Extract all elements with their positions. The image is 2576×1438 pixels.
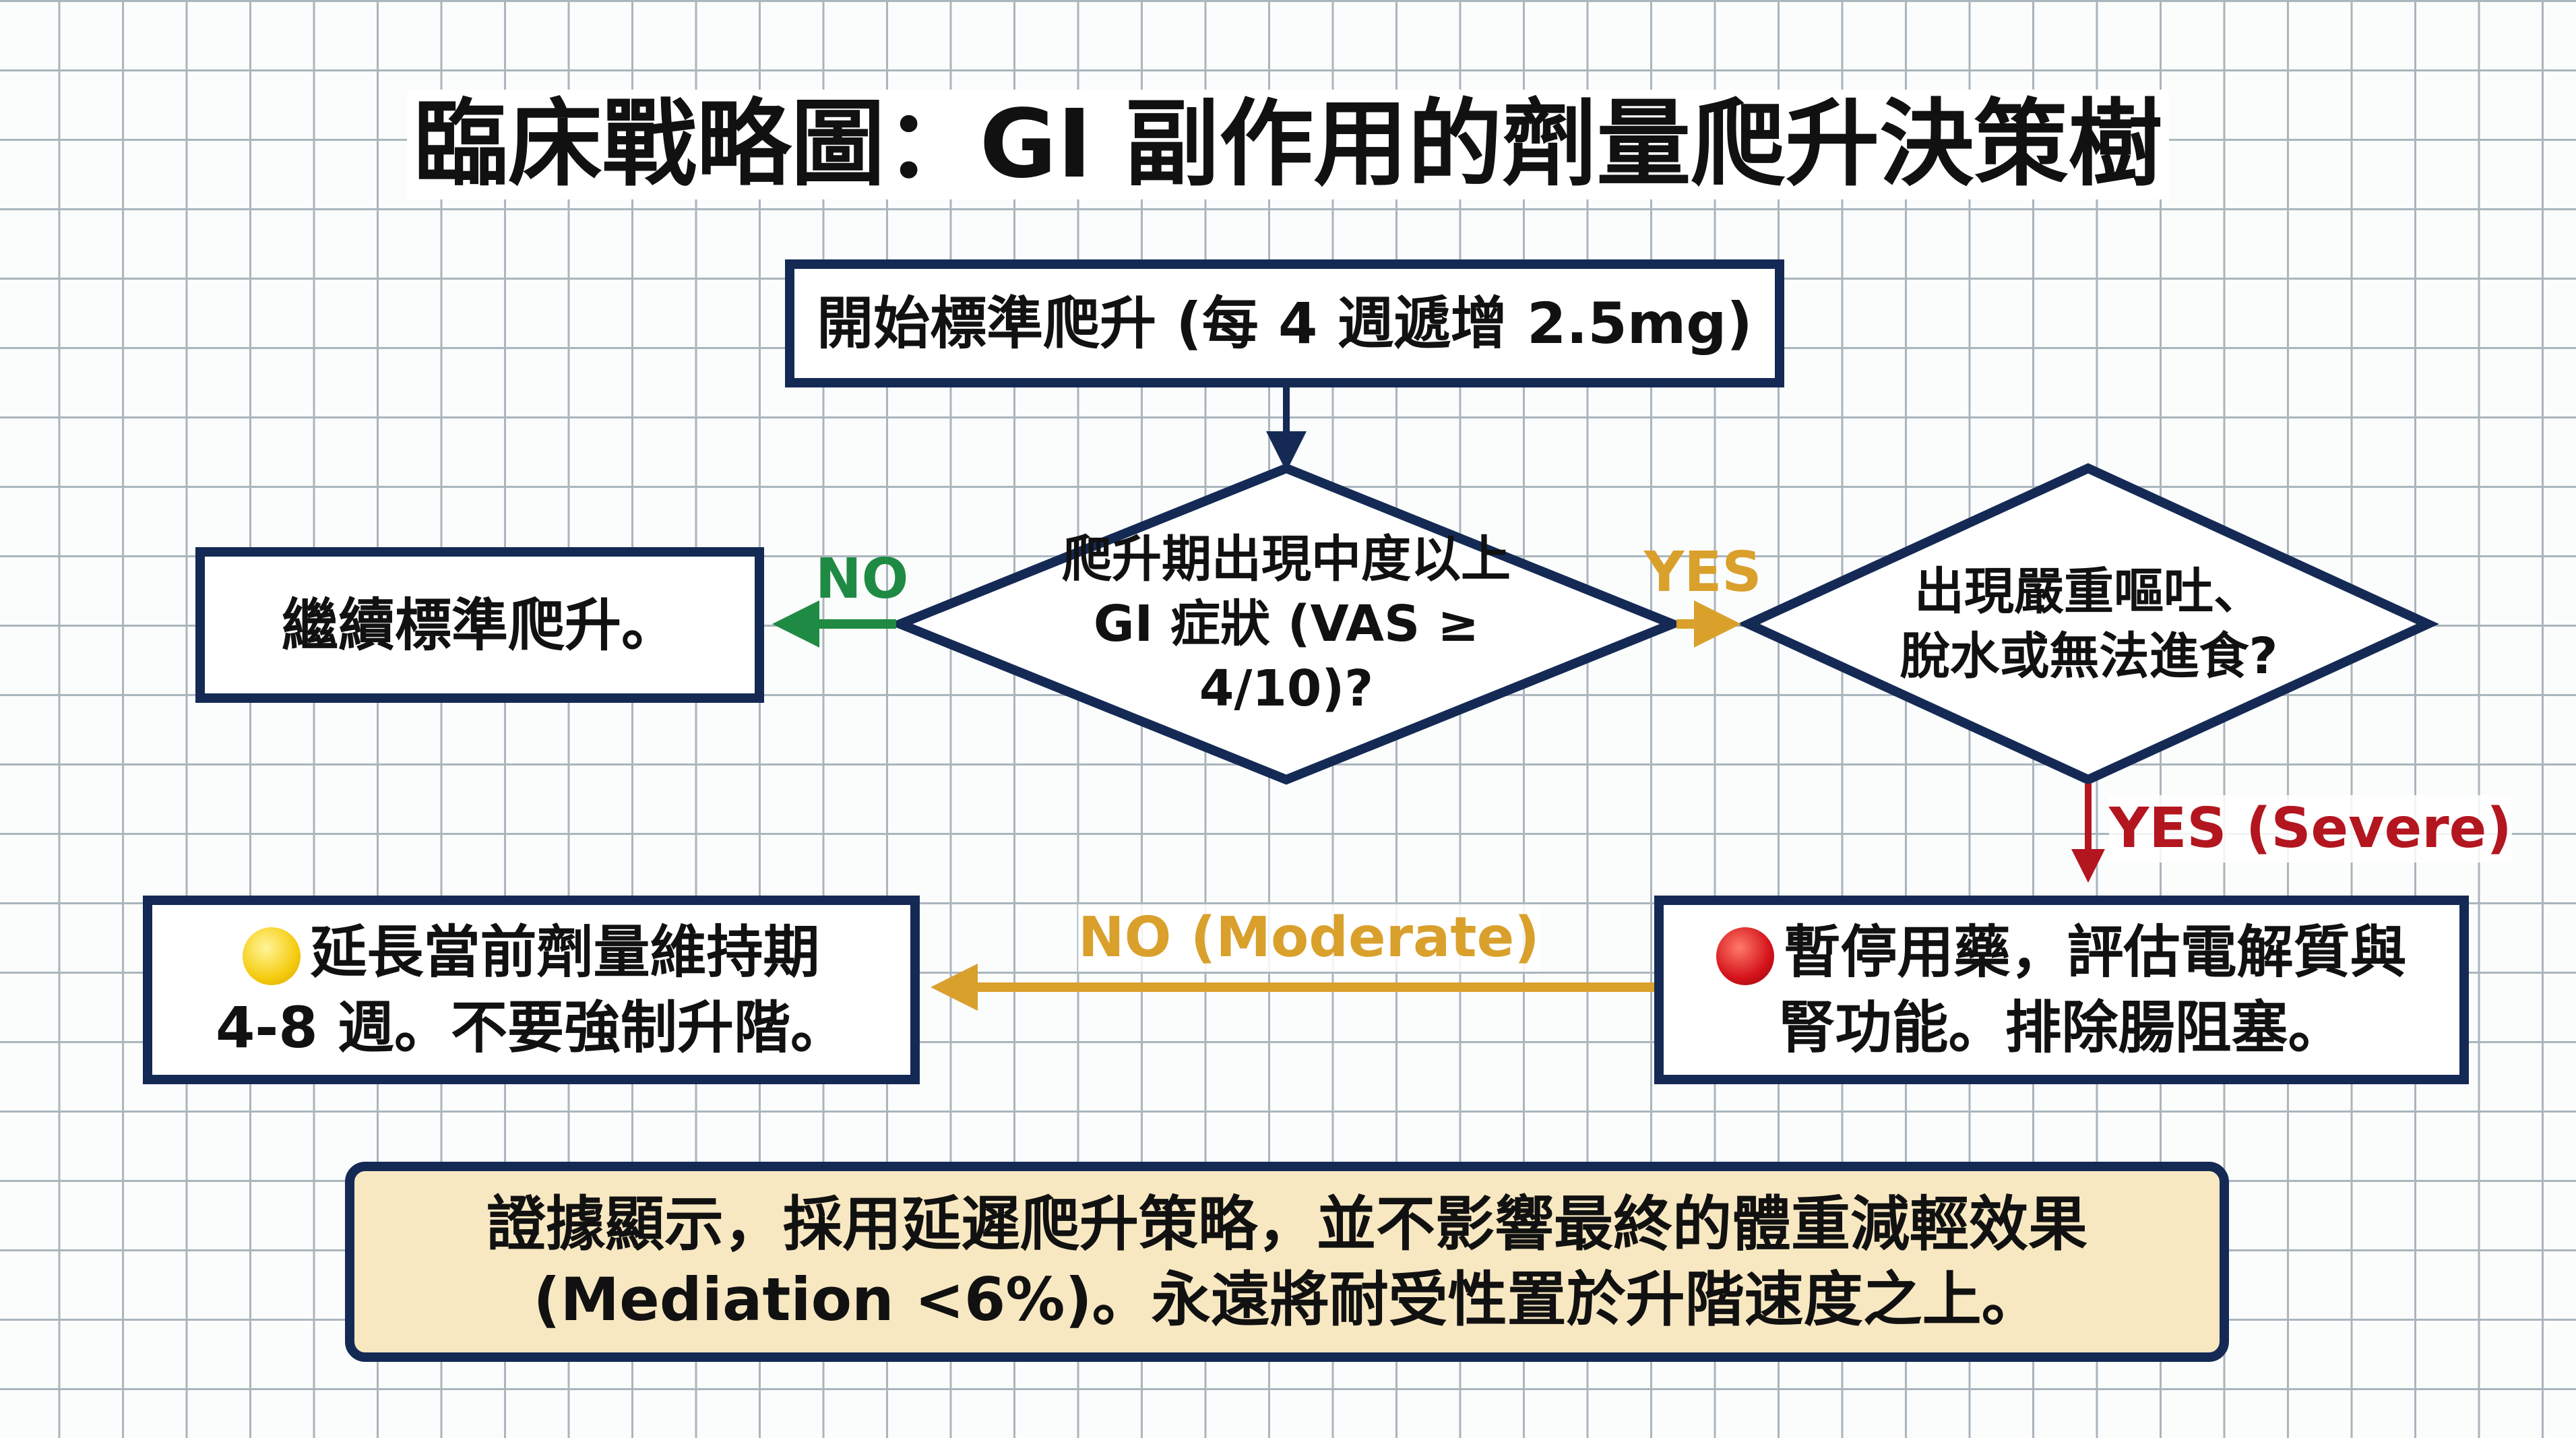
extend-line1: 延長當前劑量維持期 (310, 919, 820, 985)
page-title: 臨床戰略圖：GI 副作用的劑量爬升決策樹 (0, 84, 2576, 206)
start-box: 開始標準爬升 (每 4 週遞增 2.5mg) (785, 259, 1784, 387)
pause-medication-box: 暫停用藥，評估電解質與 腎功能。排除腸阻塞。 (1654, 896, 2469, 1084)
decision1-line1: 爬升期出現中度以上 (1062, 530, 1511, 588)
pause-line1: 暫停用藥，評估電解質與 (1784, 919, 2407, 985)
yellow-circle-icon (243, 927, 301, 986)
continue-box: 繼續標準爬升。 (195, 547, 764, 703)
red-circle-icon (1716, 927, 1775, 986)
label-yes: YES (1644, 540, 1762, 604)
decision2-line2: 脫水或無法進食? (1899, 627, 2278, 685)
note-line1: 證據顯示，採用延遲爬升策略，並不影響最終的體重減輕效果 (486, 1189, 2087, 1259)
decision1-text: 爬升期出現中度以上 GI 症狀 (VAS ≥ 4/10)? (1011, 530, 1562, 718)
evidence-note-box: 證據顯示，採用延遲爬升策略，並不影響最終的體重減輕效果 (Mediation <… (345, 1162, 2229, 1362)
pause-line2: 腎功能。排除腸阻塞。 (1778, 995, 2345, 1061)
decision2-text: 出現嚴重嘔吐、 脫水或無法進食? (1846, 546, 2331, 702)
decision2-line1: 出現嚴重嘔吐、 (1914, 563, 2263, 621)
label-yes-severe: YES (Severe) (2109, 795, 2512, 863)
continue-text: 繼續標準爬升。 (281, 592, 678, 658)
decision1-diamond (887, 463, 1685, 785)
note-line2: (Mediation <6%)。永遠將耐受性置於升階速度之上。 (533, 1264, 2041, 1334)
title-text: 臨床戰略圖：GI 副作用的劑量爬升決策樹 (406, 90, 2170, 199)
label-no-moderate: NO (Moderate) (1078, 904, 1540, 972)
decision2-diamond (1737, 463, 2439, 785)
label-no: NO (815, 547, 909, 611)
start-text: 開始標準爬升 (每 4 週遞增 2.5mg) (817, 290, 1753, 356)
extend-dose-box: 延長當前劑量維持期 4-8 週。不要強制升階。 (143, 896, 920, 1084)
decision1-line2: GI 症狀 (VAS ≥ 4/10)? (1093, 595, 1480, 718)
extend-line2: 4-8 週。不要強制升階。 (215, 995, 847, 1061)
